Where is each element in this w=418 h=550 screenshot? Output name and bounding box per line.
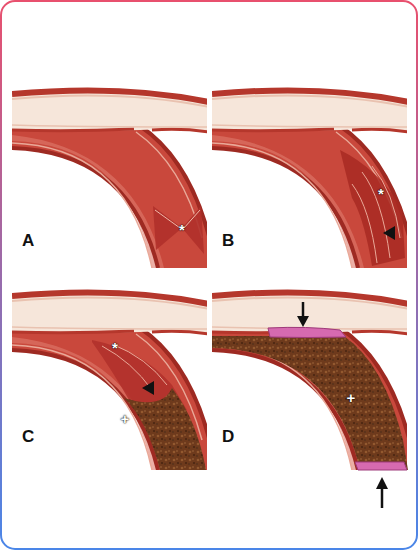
thrombus-symbol: * [112,340,118,355]
panel-letter: C [22,428,34,445]
panel-c-vessel [12,292,209,470]
panel-a-vessel [12,90,209,268]
panel-letter: B [222,232,234,249]
thrombus-symbol: * [179,222,185,237]
panel-letter: A [22,232,34,249]
organized-clot-symbol: + [121,411,130,426]
panel-b-vessel [212,90,409,268]
panel-letter: D [222,428,234,445]
panel-d-vessel [212,292,409,508]
thrombus-symbol: * [378,186,384,201]
organized-clot-symbol: + [347,390,356,405]
